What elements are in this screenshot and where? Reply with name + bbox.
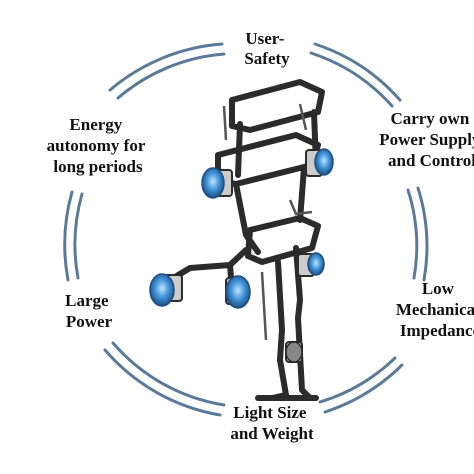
motor-hip-right — [297, 252, 325, 277]
motor-shoulder-left — [201, 167, 233, 199]
motor-shoulder-right — [305, 148, 334, 177]
requirement-line: and Weight — [230, 424, 314, 443]
requirement-low-mechanical-impedance: Low Mechanical Impedance — [396, 279, 474, 340]
requirement-line: Energy — [69, 115, 122, 134]
requirement-user-safety: User- Safety — [244, 29, 290, 68]
ring-arcs — [63, 42, 429, 417]
motor-elbow-left — [149, 273, 183, 307]
requirement-line: Power Supply — [379, 130, 474, 149]
requirement-line: Light Size — [233, 403, 307, 422]
requirement-line: Low — [422, 279, 455, 298]
requirement-labels: User- Safety Carry own Power Supply and … — [47, 29, 474, 443]
ring-arc-bottom-left-outer — [103, 348, 222, 417]
requirement-carry-own-power-supply: Carry own Power Supply and Control — [379, 109, 474, 170]
ring-arc-right-outer — [416, 186, 429, 282]
ring-arc-left-outer — [63, 190, 74, 282]
requirement-line: User- — [245, 29, 284, 48]
ring-arc-bottom-right-inner — [318, 356, 397, 404]
ring-arc-top-right-outer — [313, 42, 402, 102]
requirement-line: and Control — [388, 151, 474, 170]
ring-arc-left-inner — [73, 192, 84, 280]
requirement-line: Carry own — [390, 109, 469, 128]
ring-arc-bottom-right-outer — [323, 363, 404, 414]
ring-arc-bottom-left-inner — [111, 341, 226, 407]
motor-wrist-left — [225, 275, 251, 309]
requirement-line: Mechanical — [396, 300, 474, 319]
exoskeleton-robot-illustration — [149, 79, 334, 401]
ring-arc-top-left-outer — [108, 42, 224, 92]
requirement-line: Impedance — [400, 321, 474, 340]
ring-arc-top-right-inner — [309, 51, 394, 108]
motor-knee-right — [285, 341, 303, 363]
requirement-line: Power — [66, 312, 113, 331]
requirement-line: autonomy for — [47, 136, 146, 155]
requirement-line: Large — [65, 291, 109, 310]
requirement-line: long periods — [53, 157, 143, 176]
ring-arc-right-inner — [406, 188, 419, 280]
requirement-line: Safety — [244, 49, 290, 68]
requirement-large-power: Large Power — [65, 291, 113, 331]
ring-arc-top-left-inner — [116, 52, 226, 100]
requirement-light-size-and-weight: Light Size and Weight — [230, 403, 314, 443]
requirement-energy-autonomy: Energy autonomy for long periods — [47, 115, 150, 176]
